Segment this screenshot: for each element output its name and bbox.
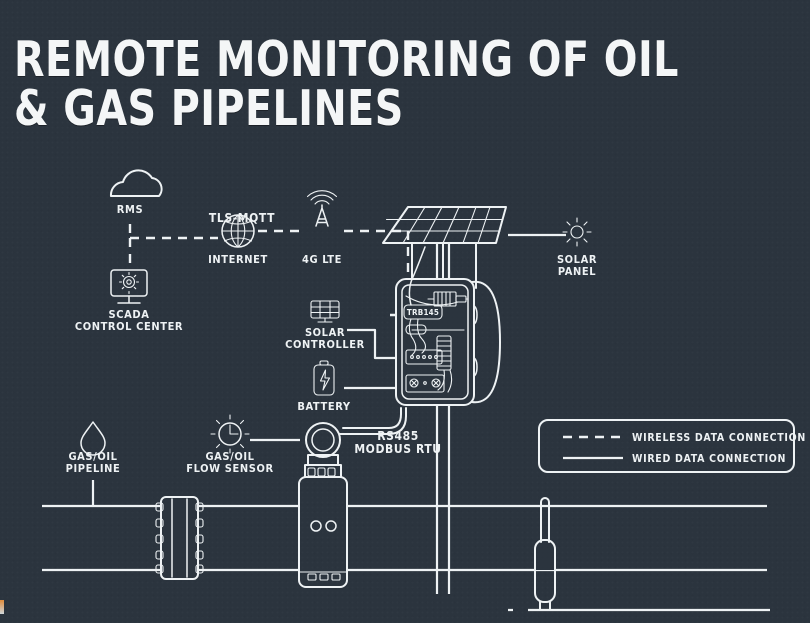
modbus-label-line1: RS485 bbox=[377, 429, 419, 443]
corner-artifact bbox=[0, 600, 4, 614]
legend-label-wireless: WIRELESS DATA CONNECTION bbox=[632, 432, 806, 444]
pipeline-probe[interactable] bbox=[534, 497, 556, 611]
gear-icon bbox=[122, 275, 136, 289]
rms-node[interactable]: RMS bbox=[109, 169, 163, 216]
solar-panel-grid bbox=[385, 206, 504, 244]
pipeline-label-line2: PIPELINE bbox=[66, 462, 121, 475]
flow-sensor-label-line1: GAS/OIL bbox=[205, 450, 254, 463]
modbus-cable-riser bbox=[400, 407, 407, 417]
meter-collar bbox=[304, 464, 342, 478]
meter-port-left bbox=[310, 520, 322, 532]
rail-clamp bbox=[405, 324, 427, 335]
droplet-icon bbox=[80, 421, 106, 456]
probe-foot bbox=[539, 601, 551, 611]
scada-node[interactable]: SCADA CONTROL CENTER bbox=[75, 269, 183, 333]
door-gasket-curve bbox=[405, 295, 459, 306]
tls-mqtt-label: TLS-MQTT bbox=[209, 211, 275, 225]
monitor-stand bbox=[117, 295, 141, 304]
router-badge: TRB145 bbox=[407, 308, 439, 317]
din-rail-device bbox=[427, 291, 469, 307]
gauge-icon bbox=[210, 414, 250, 454]
enclosure-cabinet[interactable]: TRB145 bbox=[395, 246, 501, 406]
solar-controller-node[interactable]: SOLAR CONTROLLER bbox=[285, 300, 365, 351]
internet-label: INTERNET bbox=[208, 253, 268, 266]
lte-label: 4G LTE bbox=[302, 253, 342, 266]
enclosure-inner-frame bbox=[401, 284, 469, 400]
flow-sensor-label-node[interactable]: GAS/OIL FLOW SENSOR bbox=[186, 414, 273, 475]
link-solarcontroller-enclosure bbox=[347, 328, 397, 360]
link-lte-enclosure bbox=[344, 229, 410, 317]
flow-meter-device[interactable] bbox=[298, 422, 348, 588]
battery-label: BATTERY bbox=[297, 400, 350, 413]
router-body bbox=[403, 304, 443, 320]
sun-icon bbox=[562, 217, 592, 247]
solar-panel-icon bbox=[310, 300, 340, 323]
breaker-block bbox=[405, 374, 445, 393]
meter-bolts bbox=[307, 467, 336, 477]
internet-node[interactable]: INTERNET bbox=[208, 214, 268, 266]
internal-wiring bbox=[408, 318, 453, 393]
solar-controller-label-line2: CONTROLLER bbox=[285, 338, 365, 351]
solar-controller-label-line1: SOLAR bbox=[305, 326, 345, 339]
flow-sensor-label-line2: FLOW SENSOR bbox=[186, 462, 273, 475]
meter-base-vents bbox=[307, 573, 341, 581]
legend: WIRELESS DATA CONNECTION WIRED DATA CONN… bbox=[538, 419, 806, 473]
meter-port-right bbox=[325, 520, 337, 532]
modbus-cable-inner bbox=[342, 413, 402, 429]
meter-body bbox=[298, 476, 348, 588]
legend-label-wired: WIRED DATA CONNECTION bbox=[632, 453, 786, 465]
solar-panel-frame bbox=[382, 206, 507, 244]
modbus-cable-outer bbox=[339, 415, 407, 435]
cell-tower-icon bbox=[315, 204, 329, 227]
probe-body bbox=[534, 539, 556, 603]
pipeline-flange bbox=[155, 496, 204, 580]
scada-label-line2: CONTROL CENTER bbox=[75, 320, 183, 333]
meter-head-ring bbox=[305, 422, 341, 458]
probe-stem bbox=[540, 497, 550, 543]
enclosure-body bbox=[395, 278, 475, 406]
solar-panel-label-line1: SOLAR bbox=[557, 253, 597, 266]
solar-panel-label-line2: PANEL bbox=[558, 265, 596, 278]
meter-head-inner bbox=[311, 428, 335, 452]
router-antenna bbox=[408, 246, 426, 306]
scada-label-line1: SCADA bbox=[109, 308, 150, 321]
rms-label: RMS bbox=[117, 203, 143, 216]
lte-node[interactable]: 4G LTE bbox=[302, 190, 342, 266]
page-title: REMOTE MONITORING OF OIL & GAS PIPELINES bbox=[14, 31, 679, 137]
solar-panel-label-node[interactable]: SOLAR PANEL bbox=[557, 217, 597, 278]
battery-bolt-icon bbox=[313, 360, 335, 396]
enclosure-door bbox=[471, 280, 501, 404]
solar-panel-array[interactable] bbox=[382, 206, 507, 289]
cloud-icon bbox=[109, 169, 163, 197]
pipeline-label-line1: GAS/OIL bbox=[68, 450, 117, 463]
battery-node[interactable]: BATTERY bbox=[297, 360, 350, 413]
legend-box bbox=[538, 419, 795, 473]
pipeline-label-node[interactable]: GAS/OIL PIPELINE bbox=[66, 421, 121, 475]
modbus-label-line2: MODBUS RTU bbox=[354, 442, 441, 456]
